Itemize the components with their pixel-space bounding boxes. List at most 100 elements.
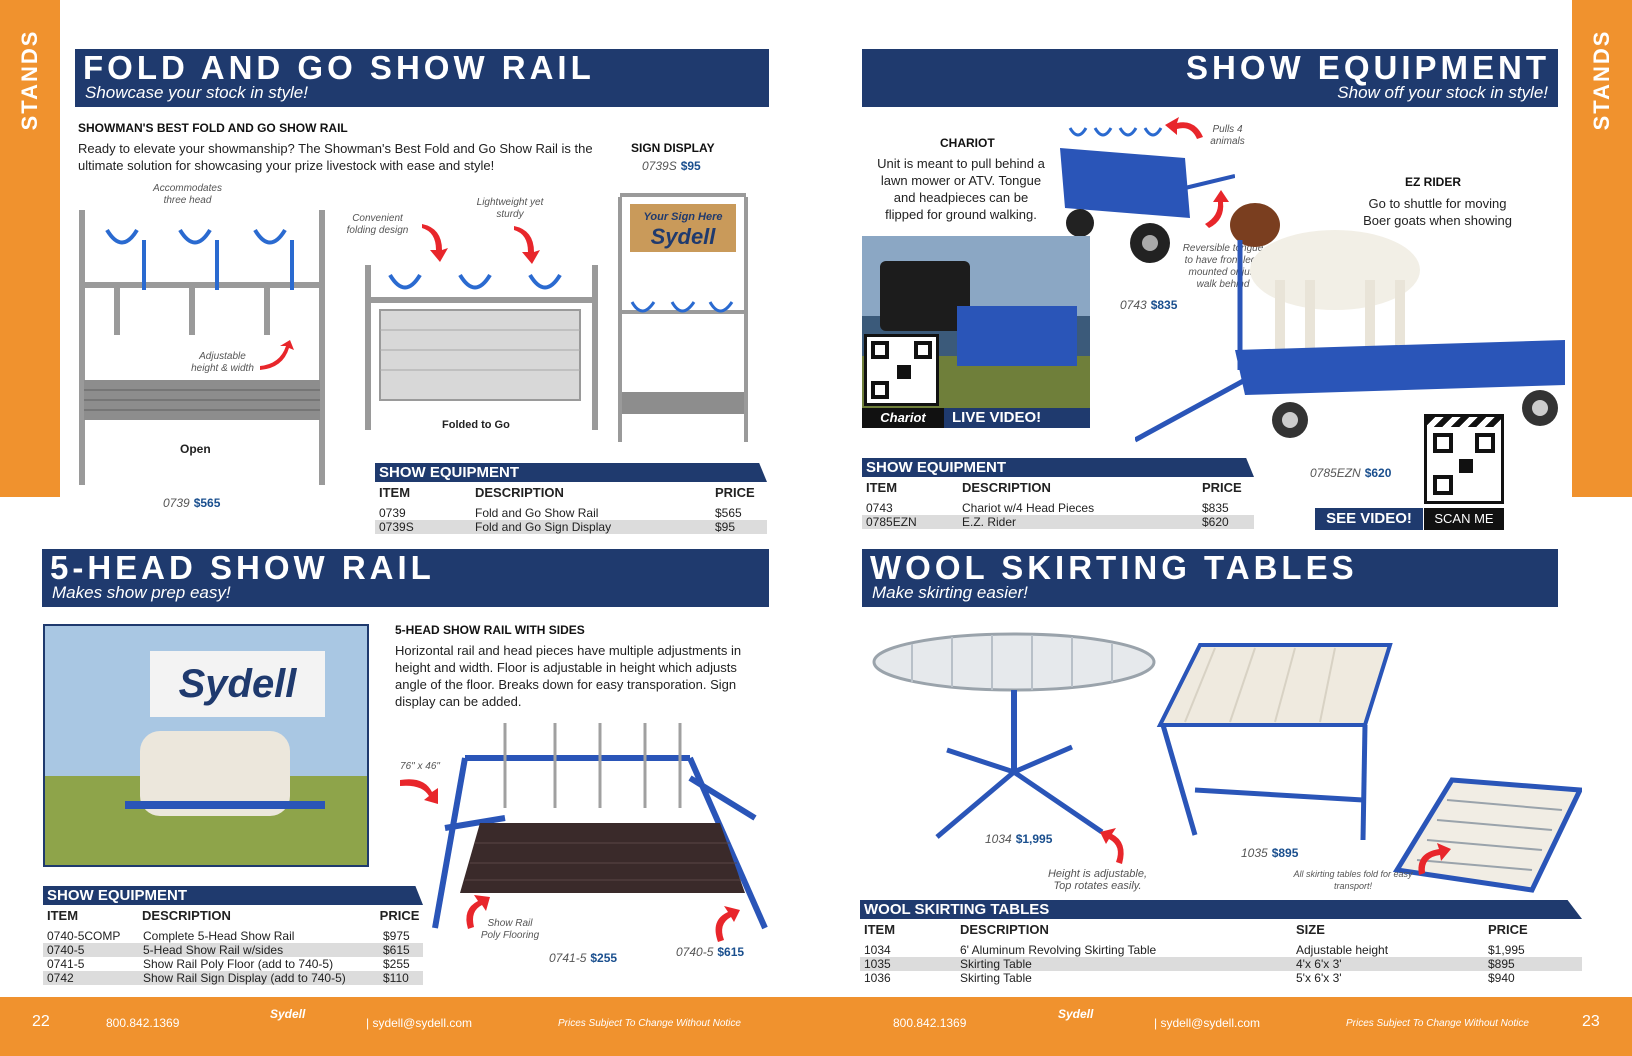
fold-item-price: 0739$565 xyxy=(163,496,221,510)
chariot-image xyxy=(1060,127,1235,263)
fold-table-header: ITEM DESCRIPTION PRICE xyxy=(379,485,755,500)
five-subtitle: Makes show prep easy! xyxy=(52,583,231,602)
footer-email-right[interactable]: | sydell@sydell.com xyxy=(1154,1016,1260,1030)
sign-heading: SIGN DISPLAY xyxy=(631,141,715,155)
ez-description: Go to shuttle for moving Boer goats when… xyxy=(1363,196,1512,228)
five-head-photo: Sydell xyxy=(43,624,369,867)
wool-title: WOOL SKIRTING TABLES xyxy=(870,549,1358,586)
rail-price: 0740-5$615 xyxy=(676,945,745,959)
arrow-dims-icon xyxy=(400,779,438,804)
sign-text-line2: Sydell xyxy=(651,224,717,249)
floor-price: 0741-5$255 xyxy=(549,951,618,965)
qr-code-icon[interactable] xyxy=(1424,414,1504,504)
show-banner: SHOW EQUIPMENT Show off your stock in st… xyxy=(862,49,1558,107)
fold-description: Ready to elevate your showmanship? The S… xyxy=(78,141,593,173)
footer-notice-left: Prices Subject To Change Without Notice xyxy=(558,1018,741,1029)
wool-subtitle: Make skirting easier! xyxy=(872,583,1028,602)
show-table: SHOW EQUIPMENT ITEM DESCRIPTION PRICE 07… xyxy=(862,458,1254,529)
chariot-price: 0743$835 xyxy=(1120,298,1178,312)
chariot-video-thumbnail[interactable]: Chariot LIVE VIDEO! xyxy=(862,236,1090,428)
fold-title: FOLD AND GO SHOW RAIL xyxy=(83,49,595,86)
arrow-fold-icon xyxy=(1418,843,1451,875)
caption-lightweight: Lightweight yet sturdy xyxy=(476,197,544,220)
skirting-table-image xyxy=(1156,643,1393,841)
fold-subtitle: Showcase your stock in style! xyxy=(85,83,308,102)
skirting-price: 1035$895 xyxy=(1241,846,1299,860)
five-description: Horizontal rail and head pieces have mul… xyxy=(395,643,742,709)
video-brand-label: Chariot xyxy=(862,408,944,428)
caption-adjustable: Adjustable height & width xyxy=(191,351,254,374)
label-open: Open xyxy=(180,442,211,456)
ez-price: 0785EZN$620 xyxy=(1310,466,1392,480)
caption-floor: Show Rail Poly Flooring xyxy=(480,918,540,941)
fold-banner: FOLD AND GO SHOW RAIL Showcase your stoc… xyxy=(75,49,769,107)
revolving-table-image xyxy=(872,632,1156,839)
folded-skirting-table-image xyxy=(1392,777,1582,893)
chariot-heading: CHARIOT xyxy=(940,136,995,150)
fold-table: SHOW EQUIPMENT ITEM DESCRIPTION PRICE 07… xyxy=(375,463,767,534)
open-rail-image xyxy=(79,210,325,485)
caption-pulls: Pulls 4 animals xyxy=(1210,124,1245,147)
revolving-price: 1034$1,995 xyxy=(985,832,1053,846)
arrow-pulls-icon xyxy=(1165,117,1203,139)
arrow-lightweight-icon xyxy=(514,226,540,264)
wool-table-header: ITEM DESCRIPTION SIZE PRICE xyxy=(864,922,1528,937)
arrow-folding-icon xyxy=(422,224,448,262)
show-title: SHOW EQUIPMENT xyxy=(1185,49,1550,86)
ez-rider-goat-image xyxy=(1135,203,1565,443)
wool-table: WOOL SKIRTING TABLES ITEM DESCRIPTION SI… xyxy=(860,900,1582,985)
sydell-logo-right: Sydell xyxy=(1058,1007,1094,1021)
wool-banner: WOOL SKIRTING TABLES Make skirting easie… xyxy=(862,549,1558,607)
side-tab-left: STANDS xyxy=(0,0,60,497)
label-folded: Folded to Go xyxy=(442,419,510,431)
five-heading: 5-HEAD SHOW RAIL WITH SIDES xyxy=(395,623,585,637)
sign-text-line1: Your Sign Here xyxy=(643,211,722,223)
arrow-adjustable-icon xyxy=(260,340,294,370)
scan-me-label: SCAN ME xyxy=(1424,508,1504,530)
see-video-button[interactable]: SEE VIDEO! xyxy=(1315,508,1423,530)
sydell-logo-left: Sydell xyxy=(270,1007,306,1021)
arrow-height-icon xyxy=(1100,828,1124,864)
caption-fold: All skirting tables fold for easy transp… xyxy=(1293,869,1413,891)
footer-notice-right: Prices Subject To Change Without Notice xyxy=(1346,1018,1529,1029)
five-table: SHOW EQUIPMENT ITEM DESCRIPTION PRICE 07… xyxy=(43,886,423,985)
five-title: 5-HEAD SHOW RAIL xyxy=(50,549,435,586)
sydell-banner-text: Sydell xyxy=(150,651,325,717)
footer-phone-right[interactable]: 800.842.1369 xyxy=(893,1016,967,1030)
qr-code-icon[interactable] xyxy=(864,334,939,406)
five-head-rail-image xyxy=(432,723,768,930)
show-subtitle: Show off your stock in style! xyxy=(1337,83,1548,102)
footer-email-left[interactable]: | sydell@sydell.com xyxy=(366,1016,472,1030)
side-tab-right: STANDS xyxy=(1572,0,1632,497)
five-banner: 5-HEAD SHOW RAIL Makes show prep easy! xyxy=(42,549,769,607)
footer-phone-left[interactable]: 800.842.1369 xyxy=(106,1016,180,1030)
arrow-rail-icon xyxy=(715,906,740,942)
live-video-label: LIVE VIDEO! xyxy=(944,408,1090,428)
show-table-header: ITEM DESCRIPTION PRICE xyxy=(866,480,1242,495)
caption-dims: 76" x 46" xyxy=(400,761,440,772)
arrow-floor-icon xyxy=(466,895,490,929)
caption-height: Height is adjustable, Top rotates easily… xyxy=(1047,868,1148,892)
page-number-left: 22 xyxy=(32,1013,50,1030)
arrow-reversible-icon xyxy=(1205,190,1229,228)
five-table-header: ITEM DESCRIPTION PRICE xyxy=(47,908,419,923)
ez-heading: EZ RIDER xyxy=(1405,175,1462,189)
page-number-right: 23 xyxy=(1582,1013,1600,1030)
caption-folding: Convenient folding design xyxy=(346,213,409,236)
footer: 22 800.842.1369 Sydell | sydell@sydell.c… xyxy=(0,997,1632,1056)
sign-display-image: Your Sign Here Sydell xyxy=(618,193,748,442)
chariot-description: Unit is meant to pull behind a lawn mowe… xyxy=(877,156,1045,222)
folded-rail-image xyxy=(365,265,598,430)
fold-product-heading: SHOWMAN'S BEST FOLD AND GO SHOW RAIL xyxy=(78,121,348,135)
sign-price: 0739S$95 xyxy=(642,159,701,173)
